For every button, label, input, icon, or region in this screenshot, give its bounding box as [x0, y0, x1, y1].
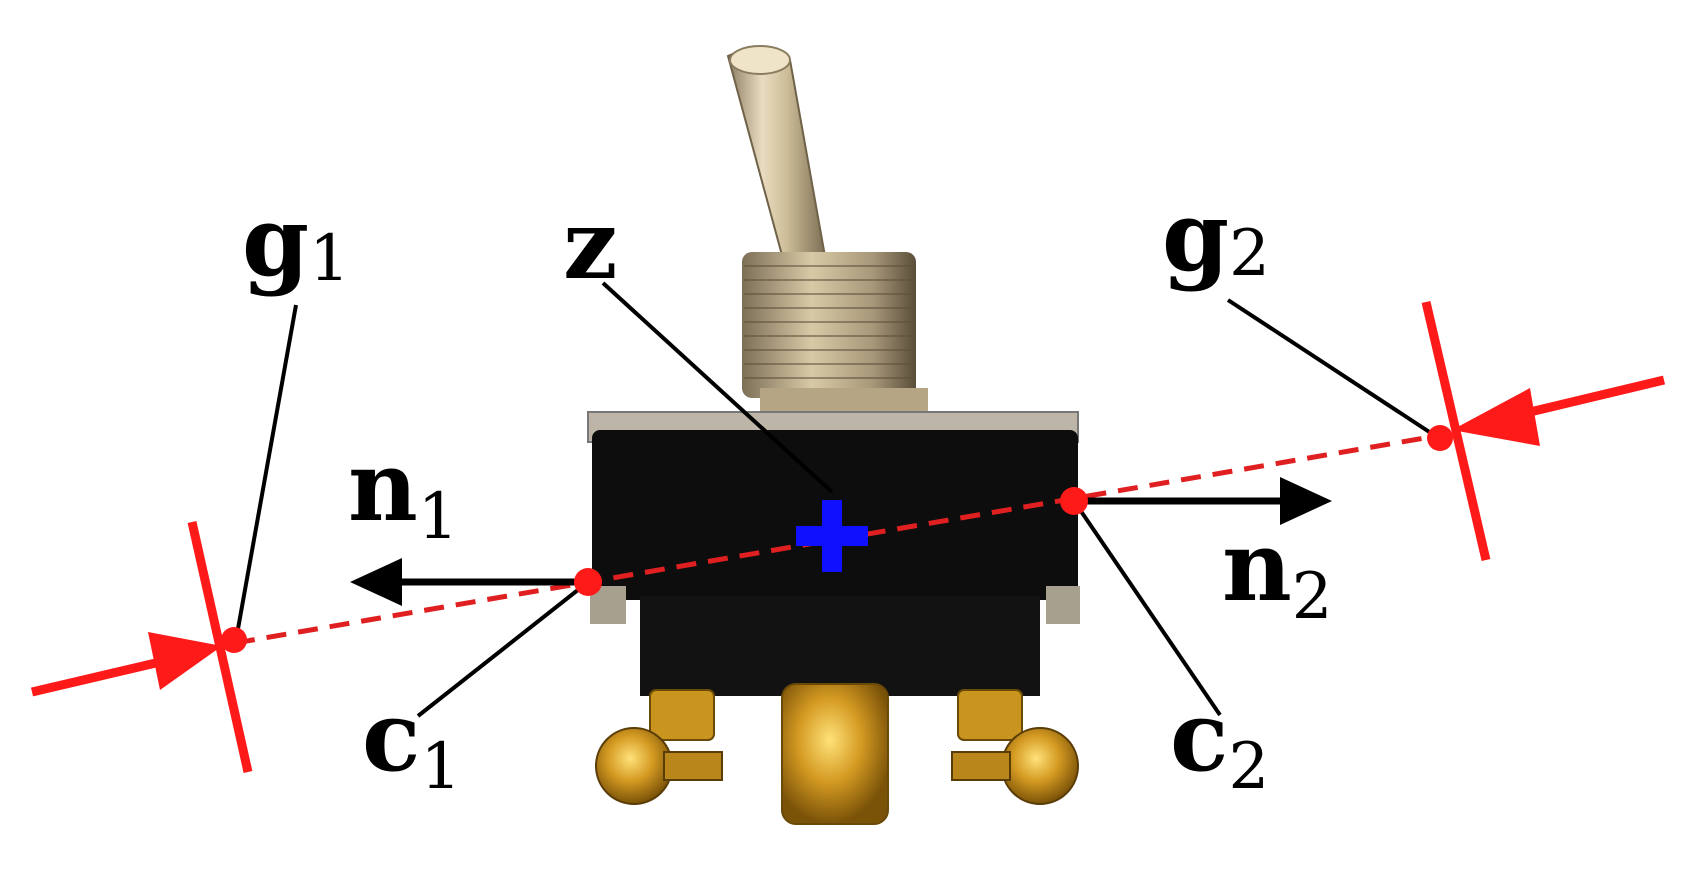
- switch-terminals: [595, 683, 1079, 825]
- label-c1-sub: 1: [420, 730, 461, 804]
- svg-text:g1: g1: [242, 185, 350, 298]
- label-c2-sub: 2: [1228, 730, 1269, 804]
- gripper-point-g2: [1427, 425, 1453, 451]
- label-g2-main: g: [1162, 180, 1229, 293]
- leader-c1: [416, 580, 590, 718]
- svg-text:g2: g2: [1162, 180, 1270, 293]
- label-g1-sub: 1: [309, 222, 350, 296]
- normal-arrow-n2: [1074, 477, 1332, 525]
- label-n1-sub: 1: [418, 480, 459, 554]
- leader-z: [601, 281, 834, 494]
- gripper-mark-g2: [1421, 300, 1666, 562]
- label-c1-main: c: [362, 680, 420, 793]
- toggle-switch-photo: [587, 45, 1080, 825]
- contact-point-c2: [1060, 487, 1088, 515]
- normal-arrow-n1: [350, 558, 588, 606]
- label-n2: n2: [1222, 510, 1333, 634]
- screw-right: [1001, 727, 1079, 805]
- label-z: z: [563, 188, 618, 301]
- screw-left: [595, 727, 673, 805]
- label-c2: c2: [1170, 680, 1269, 804]
- label-z-main: z: [563, 188, 618, 301]
- label-g1-main: g: [242, 185, 309, 298]
- leader-g1: [234, 304, 298, 641]
- svg-text:c1: c1: [362, 680, 461, 804]
- label-g2: g2: [1162, 180, 1270, 293]
- switch-bushing: [742, 252, 928, 414]
- contact-point-c1: [574, 568, 602, 596]
- label-n2-main: n: [1222, 510, 1292, 623]
- label-c2-main: c: [1170, 680, 1228, 793]
- gripper-mark-g1: [30, 521, 253, 773]
- label-g2-sub: 2: [1229, 217, 1270, 291]
- label-g1: g1: [242, 185, 350, 298]
- label-n1-main: n: [348, 430, 418, 543]
- label-c1: c1: [362, 680, 461, 804]
- center-plus-icon: [796, 500, 868, 572]
- label-n2-sub: 2: [1292, 560, 1333, 634]
- switch-lever: [726, 45, 828, 272]
- svg-text:n2: n2: [1222, 510, 1333, 634]
- gripper-point-g1: [221, 627, 247, 653]
- svg-text:n1: n1: [348, 430, 459, 554]
- leader-c2: [1072, 499, 1222, 717]
- svg-text:c2: c2: [1170, 680, 1269, 804]
- label-n1: n1: [348, 430, 459, 554]
- leader-lines: [234, 281, 1439, 718]
- leader-g2: [1226, 298, 1439, 439]
